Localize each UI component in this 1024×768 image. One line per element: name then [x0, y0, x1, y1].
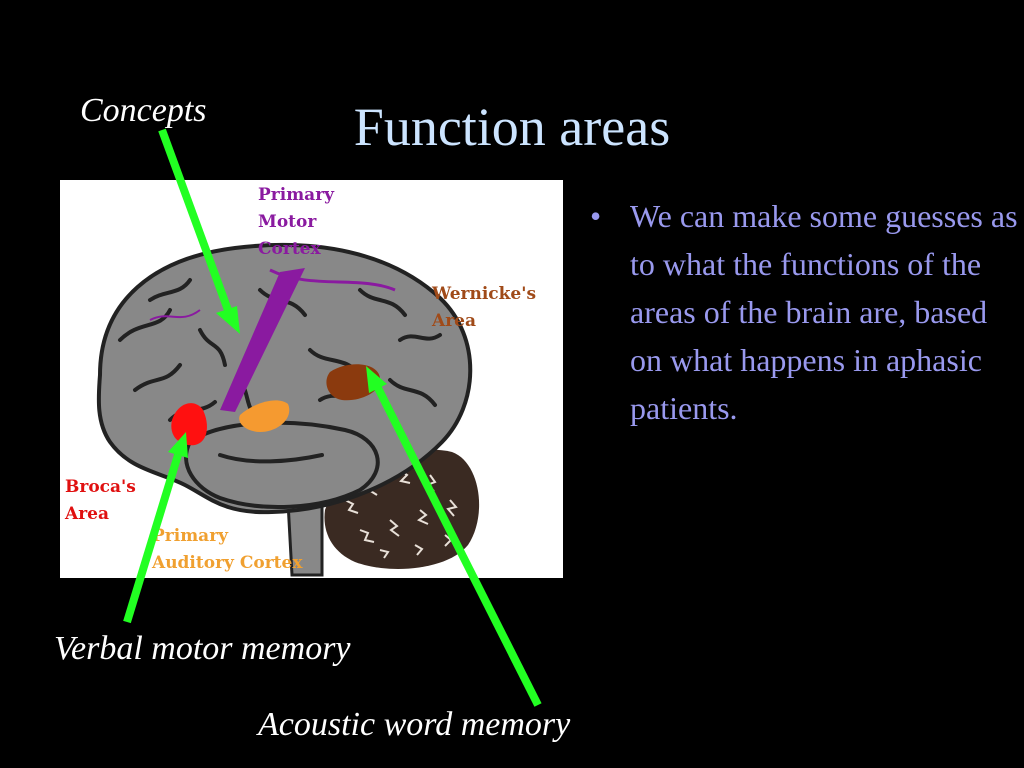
bullet-text: We can make some guesses as to what the …: [630, 198, 1018, 426]
brain-illustration: [96, 242, 480, 577]
label-wernickes-area: Wernicke's Area: [432, 284, 537, 331]
brain-diagram: Primary Motor Cortex Wernicke's Area Bro…: [60, 180, 563, 578]
arrowhead-acoustic-word-memory: [366, 366, 387, 393]
callout-acoustic-word-memory: Acoustic word memory: [258, 706, 571, 743]
arrow-acoustic-word-memory: [374, 386, 542, 707]
arrowhead-verbal-motor-memory: [168, 432, 188, 458]
arrow-verbal-motor-memory: [123, 453, 182, 624]
label-brocas-area: Broca's Area: [65, 477, 136, 524]
callout-concepts: Concepts: [80, 92, 207, 129]
brocas-area: [171, 403, 207, 446]
bullet-list: • We can make some guesses as to what th…: [590, 192, 1020, 432]
arrowhead-concepts: [216, 306, 240, 334]
primary-auditory-cortex: [239, 400, 290, 432]
label-primary-motor-cortex: Primary Motor Cortex: [258, 185, 335, 259]
label-primary-auditory-cortex: Primary Auditory Cortex: [152, 526, 303, 573]
bullet-item: • We can make some guesses as to what th…: [590, 192, 1020, 432]
arrow-concepts: [158, 128, 232, 312]
primary-motor-cortex: [220, 268, 305, 412]
slide-title: Function areas: [353, 97, 671, 157]
wernickes-area: [326, 364, 381, 401]
callout-verbal-motor-memory: Verbal motor memory: [54, 630, 351, 667]
bullet-dot-icon: •: [590, 198, 602, 234]
